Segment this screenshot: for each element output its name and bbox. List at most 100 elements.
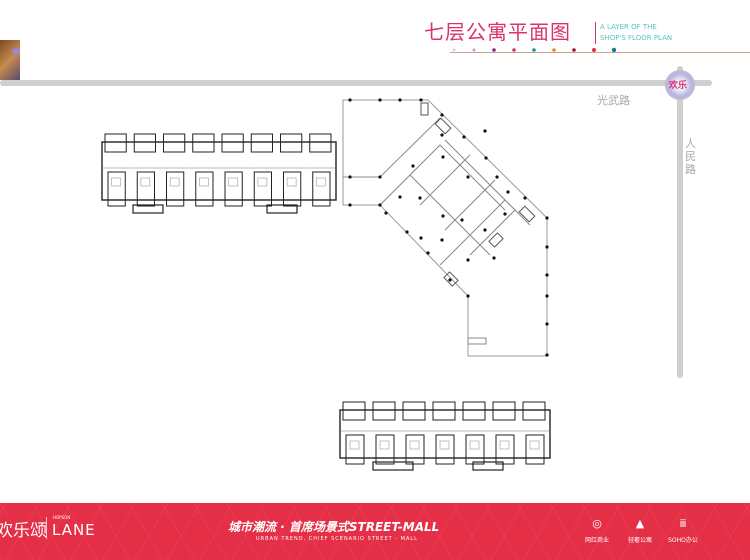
column-dot bbox=[426, 251, 430, 255]
column-dot bbox=[460, 218, 464, 222]
column-dot bbox=[419, 98, 423, 102]
plan-line bbox=[402, 401, 426, 421]
plan-line bbox=[132, 204, 164, 214]
footer-banner: 欢乐颂 HOPSON LANE 城市潮流 · 首席场景式STREET-MALL … bbox=[0, 503, 750, 560]
page-title: 七层公寓平面图 bbox=[424, 20, 571, 44]
subtitle-line-2: SHOP'S FLOOR PLAN bbox=[600, 34, 673, 42]
apartment-plan-west bbox=[101, 133, 337, 214]
column-dot bbox=[462, 135, 466, 139]
feature-label: SOHO办公 bbox=[668, 537, 698, 544]
column-dot bbox=[466, 294, 470, 298]
slogan-en: URBAN TREND, CHIEF SCENARIO STREET - MAL… bbox=[256, 536, 418, 542]
column-dot bbox=[545, 245, 549, 249]
column-dot bbox=[384, 211, 388, 215]
column-dot bbox=[440, 238, 444, 242]
plan-line bbox=[465, 434, 485, 465]
plan-line bbox=[169, 177, 180, 187]
column-dot bbox=[506, 190, 510, 194]
brand-divider bbox=[46, 517, 47, 539]
plan-line bbox=[266, 204, 298, 214]
column-dot bbox=[418, 196, 422, 200]
column-dot bbox=[378, 175, 382, 179]
column-dot bbox=[466, 258, 470, 262]
decorative-dots bbox=[452, 47, 617, 53]
plan-line bbox=[257, 177, 268, 187]
plan-line bbox=[163, 133, 186, 153]
lips-icon: ◎ bbox=[592, 517, 602, 530]
column-dot bbox=[545, 322, 549, 326]
plan-line bbox=[372, 401, 396, 421]
roundabout-label: 欢乐 bbox=[669, 81, 688, 91]
plan-line bbox=[375, 434, 395, 465]
road-label-guangwu: 光武路 bbox=[597, 94, 630, 107]
plan-line bbox=[136, 171, 155, 207]
column-dot bbox=[523, 196, 527, 200]
column-dot bbox=[348, 203, 352, 207]
plan-line bbox=[342, 401, 366, 421]
column-dot bbox=[378, 98, 382, 102]
plan-line bbox=[199, 177, 209, 187]
column-dot bbox=[503, 212, 507, 216]
plan-line bbox=[316, 177, 326, 187]
plan-line bbox=[250, 133, 273, 153]
plan-line bbox=[405, 434, 425, 465]
plan-line bbox=[166, 171, 185, 207]
column-dot bbox=[419, 236, 423, 240]
plan-line bbox=[221, 133, 244, 153]
plan-line bbox=[462, 401, 486, 421]
plan-line bbox=[228, 177, 238, 187]
brand-name-cn: 欢乐颂 bbox=[0, 521, 47, 541]
heart-icon bbox=[12, 48, 20, 55]
plan-line bbox=[309, 133, 332, 153]
plan-line bbox=[107, 171, 126, 207]
feature-apartment: ▲ 轻奢公寓 bbox=[620, 517, 660, 544]
feature-soho: ⅲ SOHO办公 bbox=[663, 517, 703, 544]
plan-line bbox=[101, 141, 337, 201]
column-dot bbox=[405, 230, 409, 234]
brand-name-en: LANE bbox=[52, 521, 96, 539]
column-dot bbox=[495, 175, 499, 179]
plan-line bbox=[522, 401, 546, 421]
plan-line bbox=[349, 440, 360, 450]
column-dot bbox=[441, 214, 445, 218]
road-guangwu bbox=[0, 80, 712, 86]
column-dot bbox=[483, 129, 487, 133]
column-dot bbox=[348, 175, 352, 179]
column-dot bbox=[441, 155, 445, 159]
road-renmin bbox=[677, 66, 683, 378]
column-dot bbox=[483, 228, 487, 232]
tower-icon: ▲ bbox=[635, 517, 645, 530]
roundabout-logo: 欢乐 bbox=[665, 70, 695, 100]
commercial-plan-main bbox=[342, 98, 549, 357]
column-dot bbox=[492, 256, 496, 260]
plan-line bbox=[469, 440, 480, 450]
plan-line bbox=[192, 133, 215, 153]
title-underline bbox=[450, 52, 750, 53]
road-label-renmin: 人民路 bbox=[685, 137, 696, 176]
column-dot bbox=[545, 216, 549, 220]
plan-line bbox=[253, 171, 272, 207]
plan-line bbox=[372, 461, 414, 471]
column-dot bbox=[545, 273, 549, 277]
plan-line bbox=[280, 133, 303, 153]
plan-line bbox=[432, 401, 456, 421]
column-dot bbox=[545, 353, 549, 357]
plan-line bbox=[195, 171, 214, 207]
plan-line bbox=[283, 171, 302, 207]
title-divider bbox=[595, 22, 596, 44]
apartment-plan-south bbox=[339, 401, 551, 471]
plan-line bbox=[472, 461, 504, 471]
plan-line bbox=[529, 440, 540, 450]
slogan: 城市潮流 · 首席场景式STREET-MALL bbox=[228, 520, 440, 534]
plan-line bbox=[495, 434, 515, 465]
plan-line bbox=[339, 409, 551, 459]
column-dot bbox=[545, 294, 549, 298]
plan-line bbox=[104, 133, 127, 153]
column-dot bbox=[398, 98, 402, 102]
plan-line bbox=[492, 401, 516, 421]
brand-small: HOPSON bbox=[53, 515, 71, 520]
plan-line bbox=[525, 434, 545, 465]
plan-line bbox=[140, 177, 151, 187]
plan-line bbox=[439, 440, 450, 450]
plan-line bbox=[379, 440, 390, 450]
